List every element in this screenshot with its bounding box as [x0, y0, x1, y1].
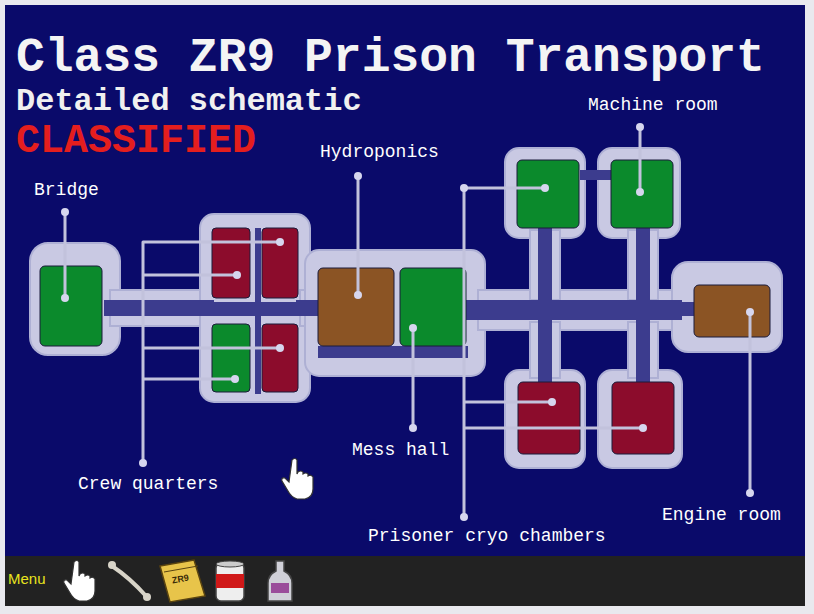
- leader-line: [65, 128, 750, 516]
- room-label: Engine room: [662, 506, 781, 526]
- ship-hull: [30, 148, 782, 468]
- leader-dot: [61, 123, 754, 521]
- corridor: [104, 170, 698, 394]
- schematic-ground: [5, 5, 805, 556]
- room-label: Crew quarters: [78, 475, 218, 495]
- room-label: Bridge: [34, 181, 99, 201]
- room-label: Hydroponics: [320, 143, 439, 163]
- hand-icon: [64, 561, 95, 602]
- hand-cursor: [282, 459, 313, 500]
- bottle-icon: [268, 561, 292, 601]
- can-icon: [216, 561, 244, 601]
- menu-button: Menu: [8, 571, 46, 588]
- screen-title: Class ZR9 Prison Transport: [16, 32, 765, 85]
- room-label: Machine room: [588, 96, 718, 116]
- room-label: Prisoner cryo chambers: [368, 527, 606, 547]
- book-icon: [160, 560, 205, 602]
- ship-room: [40, 160, 770, 454]
- bone-icon: [108, 561, 151, 601]
- classified-stamp: CLASSIFIED: [16, 120, 256, 164]
- room-label: Mess hall: [352, 441, 449, 461]
- subtitle: Detailed schematic: [16, 84, 362, 119]
- inventory-bar: [5, 556, 805, 606]
